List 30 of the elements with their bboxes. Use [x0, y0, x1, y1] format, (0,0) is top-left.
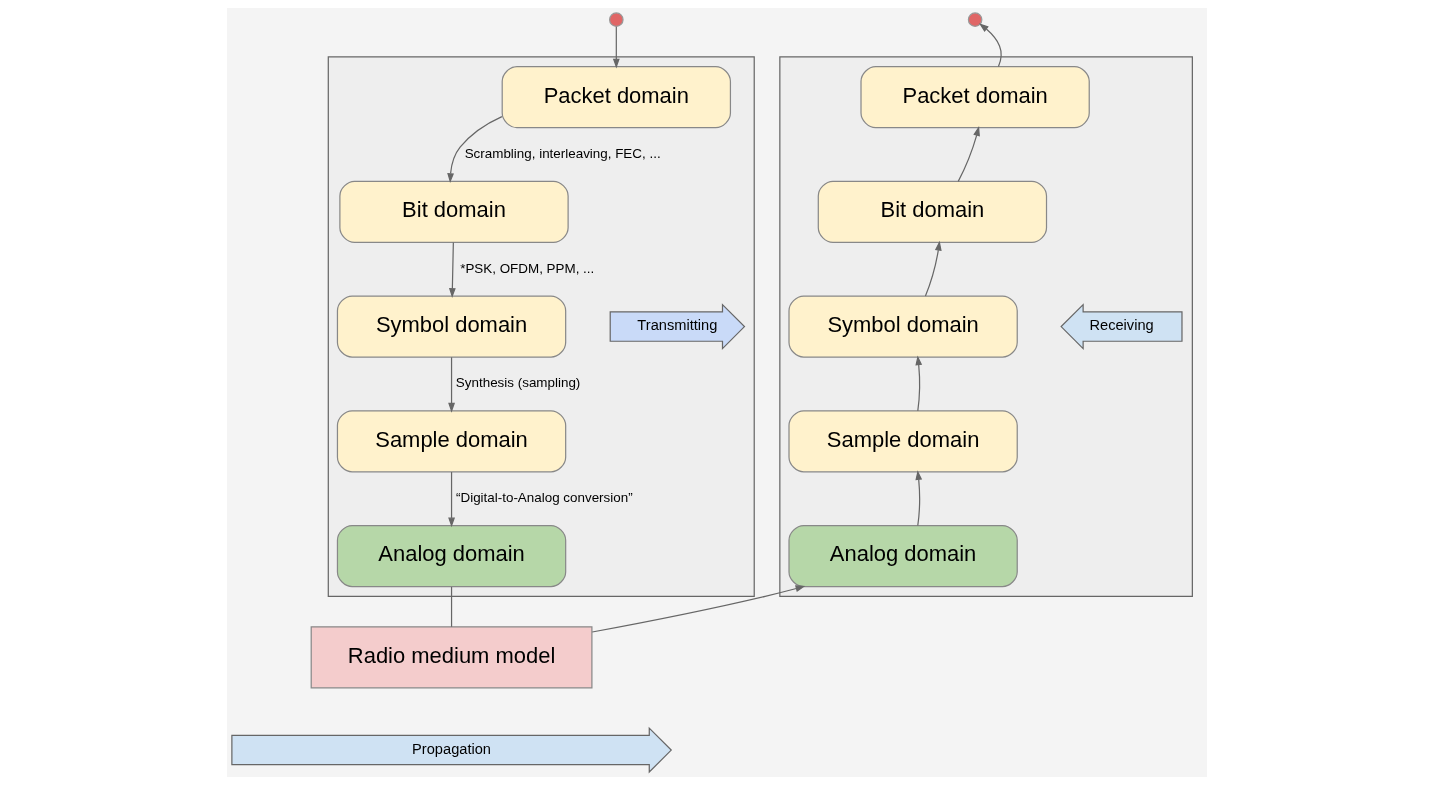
node-box: Radio medium model	[310, 626, 592, 689]
node-box: Analog domain	[336, 524, 566, 588]
arrow	[612, 26, 620, 69]
node-box: Sample domain	[336, 410, 566, 473]
node-box: Packet domain	[501, 66, 731, 129]
arrow	[447, 471, 455, 528]
node-box: Symbol domain	[787, 295, 1018, 358]
arrow	[924, 240, 942, 297]
node-circle	[967, 12, 982, 27]
arrow	[978, 23, 1002, 68]
node-box: Bit domain	[817, 180, 1047, 243]
node-box: Symbol domain	[336, 295, 566, 358]
node-box: Sample domain	[787, 410, 1018, 473]
connector	[450, 586, 452, 628]
edge-label: Scrambling, interleaving, FEC, ...	[464, 145, 661, 161]
edge-label: “Digital-to-Analog conversion”	[455, 490, 633, 506]
arrow	[448, 242, 456, 298]
node-circle	[608, 12, 624, 27]
edge-label: Synthesis (sampling)	[455, 375, 580, 391]
node-box: Packet domain	[859, 66, 1090, 129]
arrow	[447, 356, 455, 413]
arrow	[591, 585, 805, 633]
arrow	[914, 355, 922, 412]
edge-label: *PSK, OFDM, PPM, ...	[459, 260, 594, 276]
arrow	[446, 116, 502, 184]
node-box: Analog domain	[787, 524, 1018, 588]
arrow	[957, 126, 980, 182]
cluster	[778, 56, 1193, 597]
node-box: Bit domain	[338, 180, 569, 243]
arrow	[914, 470, 922, 527]
